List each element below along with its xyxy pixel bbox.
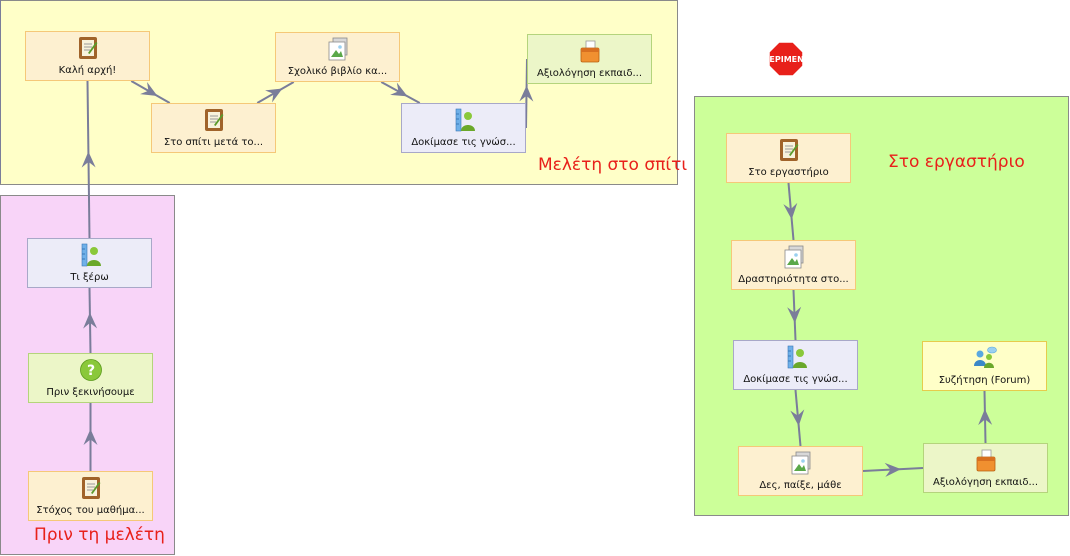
notebook-icon [779, 139, 798, 161]
node-label: Δες, παίξε, μάθε [759, 480, 842, 491]
node-des-paixe[interactable]: Δες, παίξε, μάθε [738, 446, 863, 496]
stop-gate[interactable]: ΠΕΡΙΜΕΝΕ [768, 41, 804, 77]
forum-icon [973, 346, 997, 368]
node-label: Στο εργαστήριο [748, 167, 829, 178]
feedback-box-icon [580, 40, 599, 63]
link-arrowhead [519, 85, 534, 102]
notebook-icon [81, 477, 100, 499]
feedback-box-icon [976, 449, 995, 472]
stop-octagon-icon [768, 41, 804, 77]
node-label: Αξιολόγηση εκπαιδ... [932, 477, 1038, 488]
stop-label: ΠΕΡΙΜΕΝΕ [768, 55, 804, 64]
notebook-icon [78, 37, 97, 59]
node-axiologisi-lab[interactable]: Αξιολόγηση εκπαιδ... [923, 443, 1048, 493]
svg-text:?: ? [86, 363, 94, 379]
node-label: Στο σπίτι μετά το... [163, 137, 264, 148]
region-label-before-study: Πριν τη μελέτη [34, 525, 165, 545]
notebook-icon [204, 109, 223, 131]
image-page-icon [784, 245, 803, 269]
region-home-study [0, 0, 678, 185]
link-arrowhead [265, 88, 283, 103]
node-stoxos[interactable]: Στόχος του μαθήμα... [28, 471, 153, 521]
node-label: Αξιολόγηση εκπαιδ... [536, 68, 642, 79]
link-arrowhead [390, 82, 408, 97]
link-arrowhead [140, 81, 158, 96]
node-ti-xero[interactable]: Τι ξέρω [27, 238, 152, 288]
node-sto-ergastirio[interactable]: Στο εργαστήριο [726, 133, 851, 183]
node-label: Συζήτηση (Forum) [938, 375, 1031, 386]
link-arrowhead [783, 202, 798, 220]
node-prin-xekinisoume[interactable]: ? Πριν ξεκινήσουμε [28, 353, 153, 403]
link-arrowhead [790, 409, 805, 426]
link-arrowhead [81, 151, 96, 168]
node-label: Δοκίμασε τις γνώσ... [743, 374, 848, 385]
node-sxoliko-vivlio[interactable]: Σχολικό βιβλίο κα... [275, 32, 400, 82]
node-label: Δοκίμασε τις γνώσ... [411, 137, 516, 148]
node-label: Δραστηριότητα στο... [738, 274, 849, 285]
region-label-home-study: Μελέτη στο σπίτι [538, 155, 688, 175]
quiz-icon [81, 243, 101, 267]
node-label: Καλή αρχή! [58, 65, 117, 76]
node-label: Σχολικό βιβλίο κα... [287, 66, 388, 77]
node-axiologisi-home[interactable]: Αξιολόγηση εκπαιδ... [527, 34, 652, 84]
link-arrowhead [787, 306, 802, 323]
node-drastiriotita[interactable]: Δραστηριότητα στο... [731, 240, 856, 290]
link-arrowhead [83, 312, 98, 329]
quiz-icon [787, 345, 807, 369]
link-arrowhead [884, 462, 901, 477]
link-arrowhead [978, 409, 993, 426]
node-syzitisi[interactable]: Συζήτηση (Forum) [922, 341, 1047, 391]
node-dokimase-lab[interactable]: Δοκίμασε τις γνώσ... [733, 340, 858, 390]
link-arrowhead [83, 429, 98, 445]
question-icon: ? [79, 359, 102, 381]
region-label-lab: Στο εργαστήριο [888, 152, 1025, 172]
image-page-icon [791, 451, 810, 475]
image-page-icon [328, 37, 347, 61]
node-label: Στόχος του μαθήμα... [36, 505, 145, 516]
node-label: Πριν ξεκινήσουμε [46, 387, 135, 398]
node-sto-spiti[interactable]: Στο σπίτι μετά το... [151, 103, 276, 153]
node-kali-arxi[interactable]: Καλή αρχή! [25, 31, 150, 81]
quiz-icon [455, 108, 475, 132]
node-dokimase-home[interactable]: Δοκίμασε τις γνώσ... [401, 103, 526, 153]
node-label: Τι ξέρω [70, 272, 109, 283]
